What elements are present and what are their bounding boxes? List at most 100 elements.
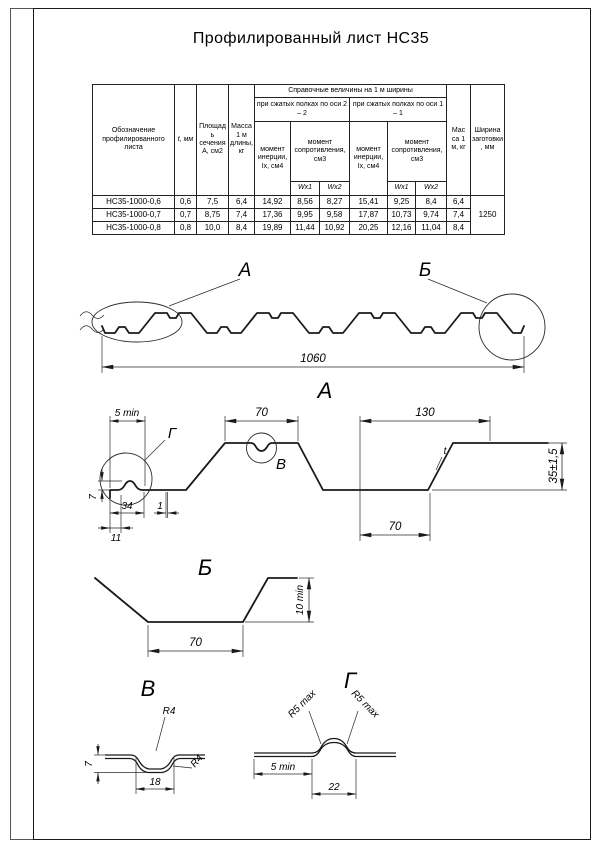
cell-area: 10,0 xyxy=(196,221,229,235)
dim-pitch-label: 130 xyxy=(415,407,435,419)
table-row: НС35-1000-0,7 0,7 8,75 7,4 17,36 9,95 9,… xyxy=(92,208,505,222)
break-mark-bottom xyxy=(79,325,105,333)
section-v: В R4 R4 18 7 xyxy=(84,676,206,794)
section-a-profile-path xyxy=(109,442,549,499)
dim-b-width-label: 70 xyxy=(189,637,202,649)
cell-wx1-11: 10,73 xyxy=(387,208,416,222)
profile-overview-path xyxy=(101,312,525,334)
cell-wx1-22: 8,56 xyxy=(290,195,320,209)
dim-crest-width-label: 70 xyxy=(255,407,268,419)
cell-mass: 6,4 xyxy=(446,195,472,209)
view-g-title: Г xyxy=(344,668,358,693)
radius-r5-left-label: R5 max xyxy=(286,687,319,720)
dim-bearing-min: 10 min xyxy=(245,577,314,623)
col-header-resistance-1-1: момент сопротивления, см3 xyxy=(386,121,448,182)
radius-r5-right: R5 max xyxy=(346,688,382,745)
section-b-profile-path xyxy=(94,577,298,623)
dim-thickness: t xyxy=(435,446,448,471)
spec-table: Обозначение профилированного листа t, мм… xyxy=(92,84,506,235)
cell-ix11: 17,87 xyxy=(349,208,388,222)
cell-wx2-22: 9,58 xyxy=(319,208,350,222)
callout-g-label: Г xyxy=(168,425,178,442)
dim-valley-width: 70 xyxy=(359,493,431,541)
dim-height: 35±1,5 xyxy=(432,442,567,491)
cell-t: 0,8 xyxy=(174,221,197,235)
bump-inner-line xyxy=(254,741,396,758)
col-header-inertia-2-2: момент инерции, Ix, см4 xyxy=(254,121,291,196)
dim-overall-width-label: 1060 xyxy=(300,353,326,365)
dim-1-label: 1 xyxy=(157,501,163,512)
bump-outer-line xyxy=(254,737,396,754)
radius-r5-left: R5 max xyxy=(286,687,322,745)
view-b-title: Б xyxy=(198,555,212,580)
detail-a-ellipse-callout xyxy=(91,301,183,343)
cell-mass-length: 7,4 xyxy=(228,208,255,222)
cell-wx1-22: 11,44 xyxy=(290,221,320,235)
dim-bump-height-7: 7 xyxy=(88,469,122,502)
table-row: НС35-1000-0,6 0,6 7,5 6,4 14,92 8,56 8,2… xyxy=(92,195,506,235)
detail-b-circle-callout xyxy=(478,293,546,361)
leader-line xyxy=(308,710,322,745)
cell-mass-length: 6,4 xyxy=(228,195,255,209)
cell-wx1-22: 9,95 xyxy=(290,208,320,222)
cell-ix22: 17,36 xyxy=(254,208,291,222)
cell-wx2-11: 9,74 xyxy=(414,208,448,222)
callout-g-circle xyxy=(99,452,153,506)
dim-edge-min: 5 min xyxy=(109,408,146,488)
group-header-axis-1-1: при сжатых полках по оси 1 – 1 xyxy=(348,97,448,122)
groove-inner-line xyxy=(105,757,205,774)
callout-g-leader-line xyxy=(143,439,166,462)
sub-header-wx2-axis1: Wx2 xyxy=(414,181,448,196)
cell-mass-length: 8,4 xyxy=(228,221,255,235)
cell-wx2-22: 10,92 xyxy=(319,221,350,235)
leader-line xyxy=(172,765,193,769)
cell-ix11: 15,41 xyxy=(349,195,388,209)
dim-crest-width: 70 xyxy=(224,407,299,441)
radius-r4-top-label: R4 xyxy=(163,706,176,717)
dim-thickness-label: t xyxy=(444,446,448,457)
overview-callout-a-label: А xyxy=(238,260,252,281)
callout-v-circle xyxy=(246,432,277,464)
profile-drawing: А Б 1060 А Г В 5 min xyxy=(79,260,567,799)
cell-mass: 8,4 xyxy=(446,221,472,235)
col-header-inertia-1-1: момент инерции, Ix, см4 xyxy=(349,121,388,196)
cell-designation: НС35-1000-0,7 xyxy=(92,208,175,222)
cell-wx2-22: 8,27 xyxy=(319,195,350,209)
cell-t: 0,6 xyxy=(174,195,197,209)
leader-line xyxy=(435,456,443,471)
dim-groove-depth: 7 xyxy=(84,744,146,784)
dim-valley-width-label: 70 xyxy=(389,521,402,533)
col-header-area: Площадь сечения А, см2 xyxy=(196,84,229,196)
dim-groove-width: 18 xyxy=(135,758,175,794)
cell-designation: НС35-1000-0,6 xyxy=(92,195,175,209)
section-a: А Г В 5 min 70 130 70 xyxy=(88,378,567,544)
cell-wx2-11: 11,04 xyxy=(414,221,448,235)
dim-g-edge-min: 5 min xyxy=(253,759,313,799)
col-header-mass-length: Масса 1 м длины, кг xyxy=(228,84,255,196)
view-a-title: А xyxy=(316,378,333,403)
callout-v-label: В xyxy=(276,456,286,473)
cell-ix22: 14,92 xyxy=(254,195,291,209)
dim-edge-min-label: 5 min xyxy=(115,408,140,419)
dim-overall-width: 1060 xyxy=(101,336,525,373)
table-row: НС35-1000-0,8 0,8 10,0 8,4 19,89 11,44 1… xyxy=(92,221,505,235)
col-header-resistance-2-2: момент сопротивления, см3 xyxy=(290,121,350,182)
cell-blank-width: 1250 xyxy=(470,195,506,235)
cell-mass: 7,4 xyxy=(446,208,472,222)
group-header-axis-2-2: при сжатых полках по оси 2 – 2 xyxy=(254,97,350,122)
overview-callout-b-label: Б xyxy=(419,260,431,281)
callout-a-leader-line xyxy=(168,278,241,307)
dim-groove-depth-label: 7 xyxy=(84,761,95,767)
dim-pitch: 130 xyxy=(359,407,491,541)
overview-profile: А Б 1060 xyxy=(79,260,546,373)
col-header-thickness: t, мм xyxy=(174,84,197,196)
dim-11: 11 xyxy=(98,495,133,544)
dim-34: 34 xyxy=(109,492,145,533)
dim-1: 1 xyxy=(154,492,179,518)
callout-b-leader-line xyxy=(427,278,488,304)
leader-line xyxy=(346,710,359,745)
cell-wx2-11: 8,4 xyxy=(414,195,448,209)
cell-designation: НС35-1000-0,8 xyxy=(92,221,175,235)
cell-wx1-11: 12,16 xyxy=(387,221,416,235)
radius-r5-right-label: R5 max xyxy=(349,688,382,721)
